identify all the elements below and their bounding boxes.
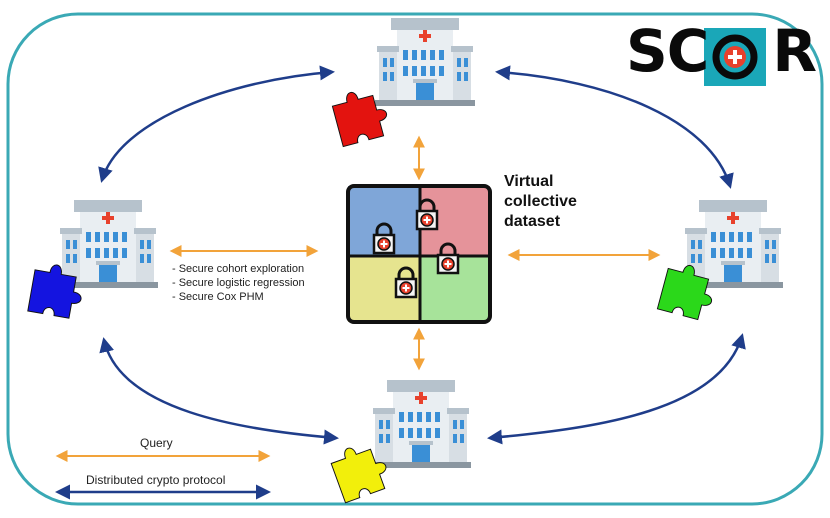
crypto-arrow-top-right bbox=[495, 65, 734, 189]
method-item: - Secure cohort exploration bbox=[172, 263, 305, 275]
logo-o-ring bbox=[712, 34, 758, 80]
virtual-collective-dataset-label: Virtual collective dataset bbox=[504, 172, 577, 232]
title-line: collective bbox=[504, 193, 577, 210]
legend-query-label: Query bbox=[140, 436, 173, 450]
crypto-arrow-bottom-left bbox=[99, 337, 339, 445]
logo-cross-v bbox=[733, 50, 737, 64]
title-line: dataset bbox=[504, 213, 561, 230]
method-item: - Secure Cox PHM bbox=[172, 291, 264, 303]
legend-crypto-label: Distributed crypto protocol bbox=[86, 473, 226, 487]
virtual-collective-dataset-box bbox=[346, 184, 492, 324]
crypto-arrow-bottom-right bbox=[487, 333, 746, 445]
method-item: - Secure logistic regression bbox=[172, 277, 305, 289]
logo-text-sc: SC bbox=[626, 17, 709, 85]
methods-list: - Secure cohort exploration - Secure log… bbox=[172, 262, 305, 304]
crypto-arrow-top-left bbox=[98, 65, 335, 183]
logo-text-r: R bbox=[772, 17, 817, 85]
title-line: Virtual bbox=[504, 173, 554, 190]
